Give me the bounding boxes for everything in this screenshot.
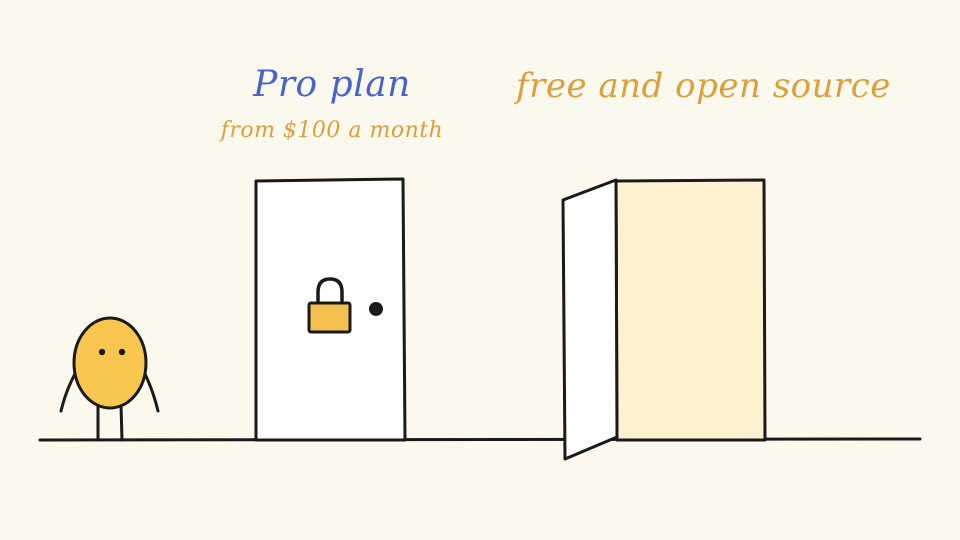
character-icon bbox=[59, 316, 160, 442]
ground-line bbox=[38, 437, 922, 442]
free-open-source-title: free and open source bbox=[516, 66, 891, 106]
padlock-icon bbox=[307, 277, 352, 334]
open-door[interactable] bbox=[561, 178, 767, 461]
pro-plan-title: Pro plan bbox=[253, 64, 411, 105]
pro-plan-price: from $100 a month bbox=[220, 118, 444, 143]
doorknob-icon bbox=[369, 302, 383, 316]
locked-door[interactable] bbox=[254, 177, 407, 442]
